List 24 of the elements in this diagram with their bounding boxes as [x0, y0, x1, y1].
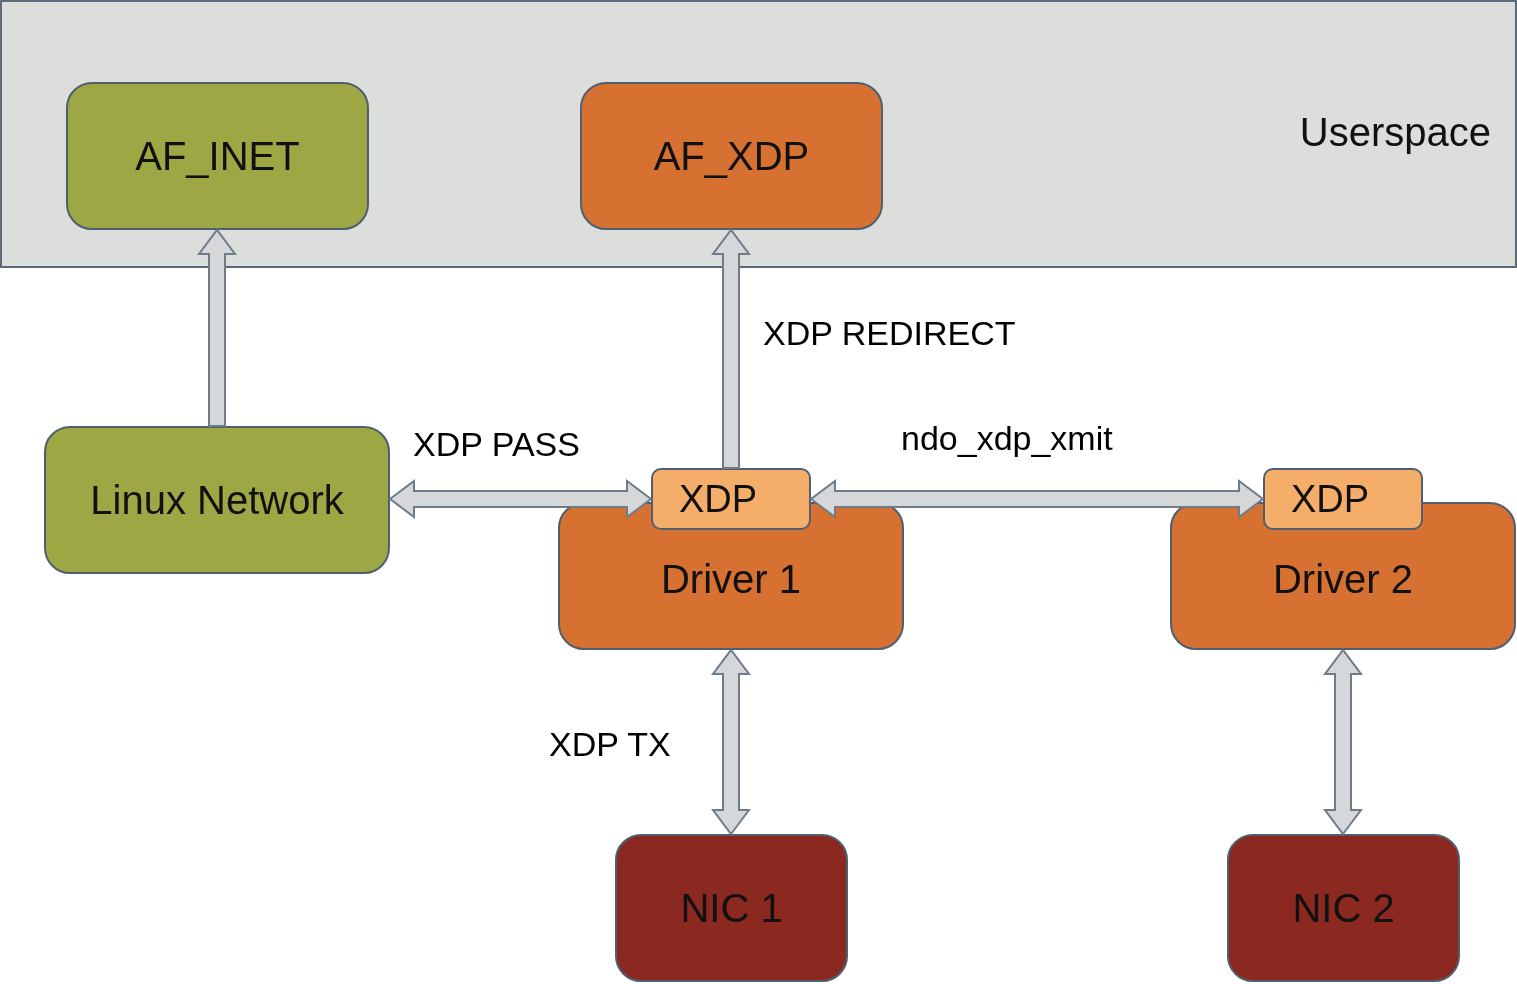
- xdp-hook-box: [1263, 468, 1423, 530]
- block-arrow: [388, 479, 653, 519]
- block-arrow: [711, 228, 751, 469]
- block-arrow: [197, 228, 237, 427]
- node-label: AF_XDP: [653, 136, 810, 176]
- socket-box: [580, 82, 883, 230]
- node-label: Userspace: [1299, 112, 1491, 152]
- socket-box: [66, 82, 369, 230]
- block-arrow: [711, 648, 751, 836]
- node-label: NIC 2: [1292, 888, 1395, 928]
- node-label: NIC 1: [680, 888, 783, 928]
- xdp-hook-box: [651, 468, 811, 530]
- block-arrow: [1323, 648, 1363, 836]
- nic-box: [615, 834, 848, 982]
- node-label: XDP: [1291, 480, 1370, 518]
- block-arrow: [809, 479, 1265, 519]
- node-label: AF_INET: [135, 136, 300, 176]
- nic-box: [1227, 834, 1460, 982]
- network-stack-box: [44, 426, 390, 574]
- node-label: Driver 2: [1273, 559, 1413, 599]
- node-label: Linux Network: [90, 480, 344, 520]
- node-label: XDP: [679, 480, 758, 518]
- userspace-band: [0, 0, 1517, 268]
- node-label: Driver 1: [661, 559, 801, 599]
